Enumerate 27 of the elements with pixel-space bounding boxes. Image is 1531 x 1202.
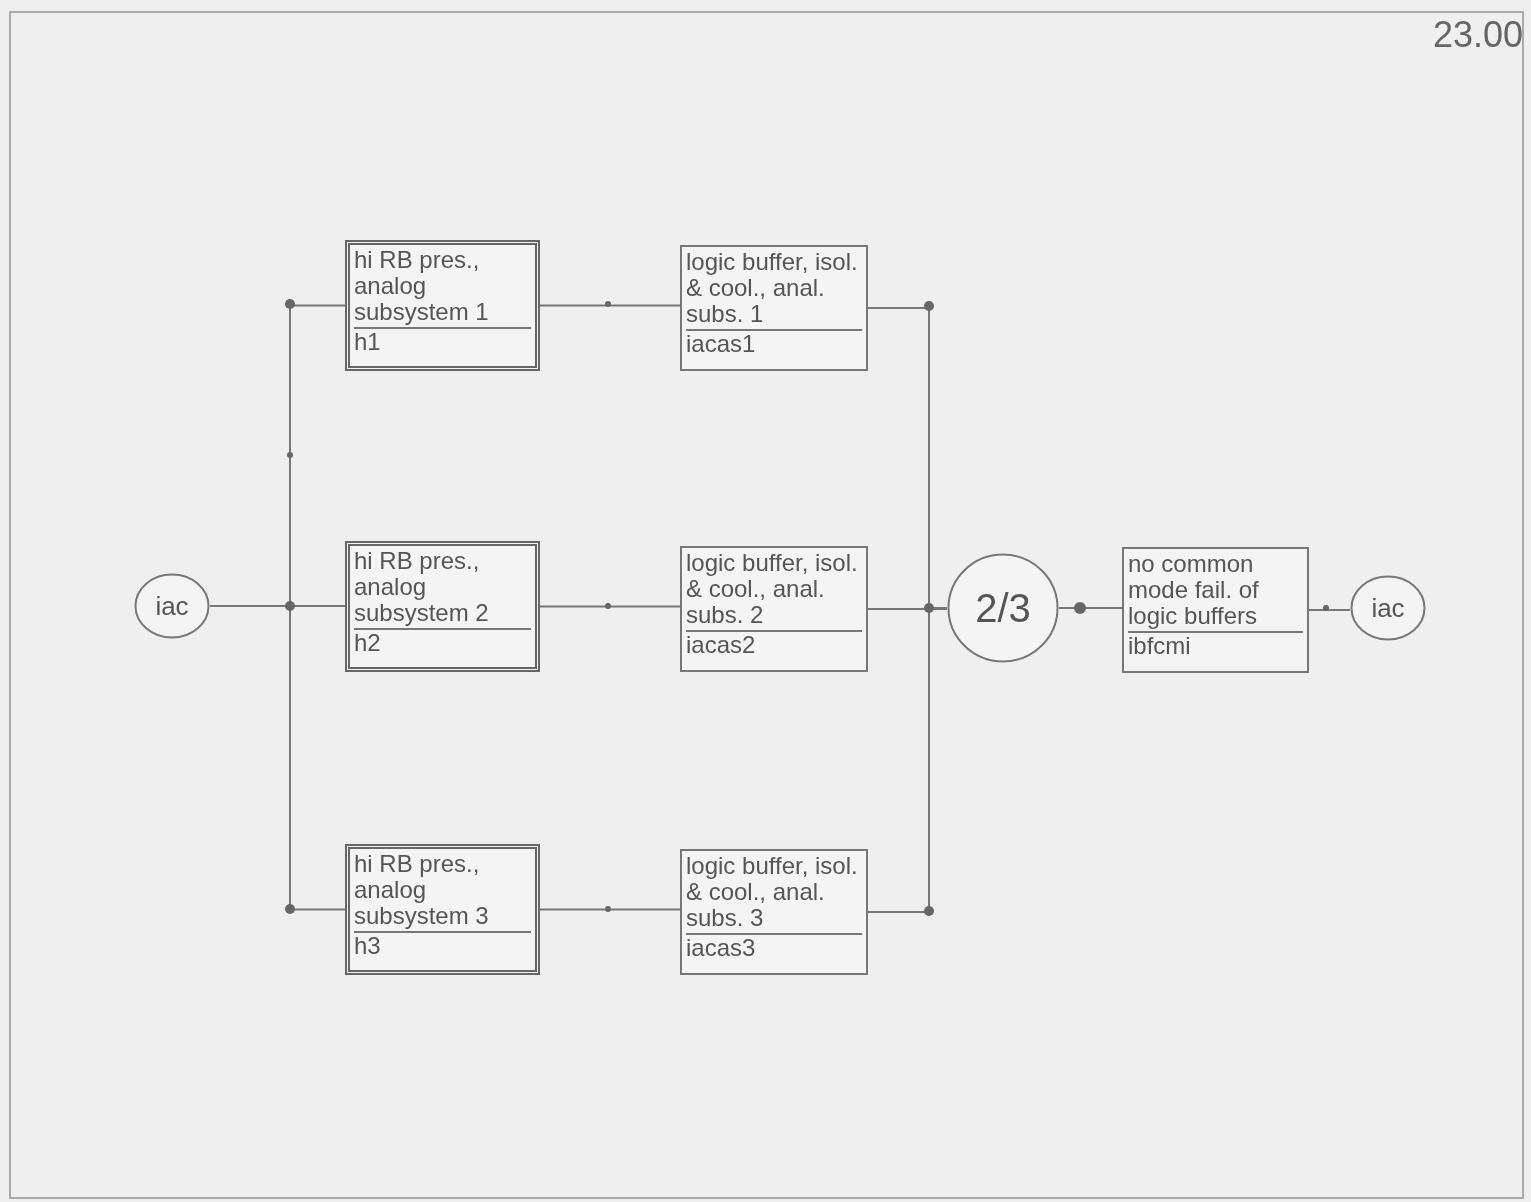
logic-box	[680, 849, 868, 975]
voting-gate-circle	[947, 553, 1059, 663]
connector-line	[539, 605, 681, 608]
connector-label: iac	[155, 590, 189, 622]
connector-line	[539, 304, 681, 307]
event-code: iacas1	[686, 329, 862, 357]
event-code: h3	[354, 931, 531, 959]
event-code: iacas2	[686, 630, 862, 658]
logic-box	[680, 245, 868, 371]
sheet-number: 23.00	[1432, 14, 1523, 56]
event-code: ibfcmi	[1128, 631, 1303, 659]
connector-line	[539, 908, 681, 911]
logic-box	[680, 546, 868, 672]
connector-circle	[1350, 575, 1426, 641]
connector-line	[867, 608, 948, 610]
connector-label: iac	[1371, 592, 1405, 624]
vote-fraction: 2/3	[975, 585, 1031, 631]
logic-box	[1122, 547, 1309, 673]
connector-circle	[134, 573, 210, 639]
connector-line	[1058, 607, 1123, 609]
connector-line	[1308, 609, 1351, 611]
subsystem-box	[345, 541, 540, 672]
subsystem-box	[345, 844, 540, 975]
event-code: h1	[354, 327, 531, 355]
event-code: h2	[354, 628, 531, 656]
event-code: iacas3	[686, 933, 862, 961]
subsystem-box	[345, 240, 540, 371]
